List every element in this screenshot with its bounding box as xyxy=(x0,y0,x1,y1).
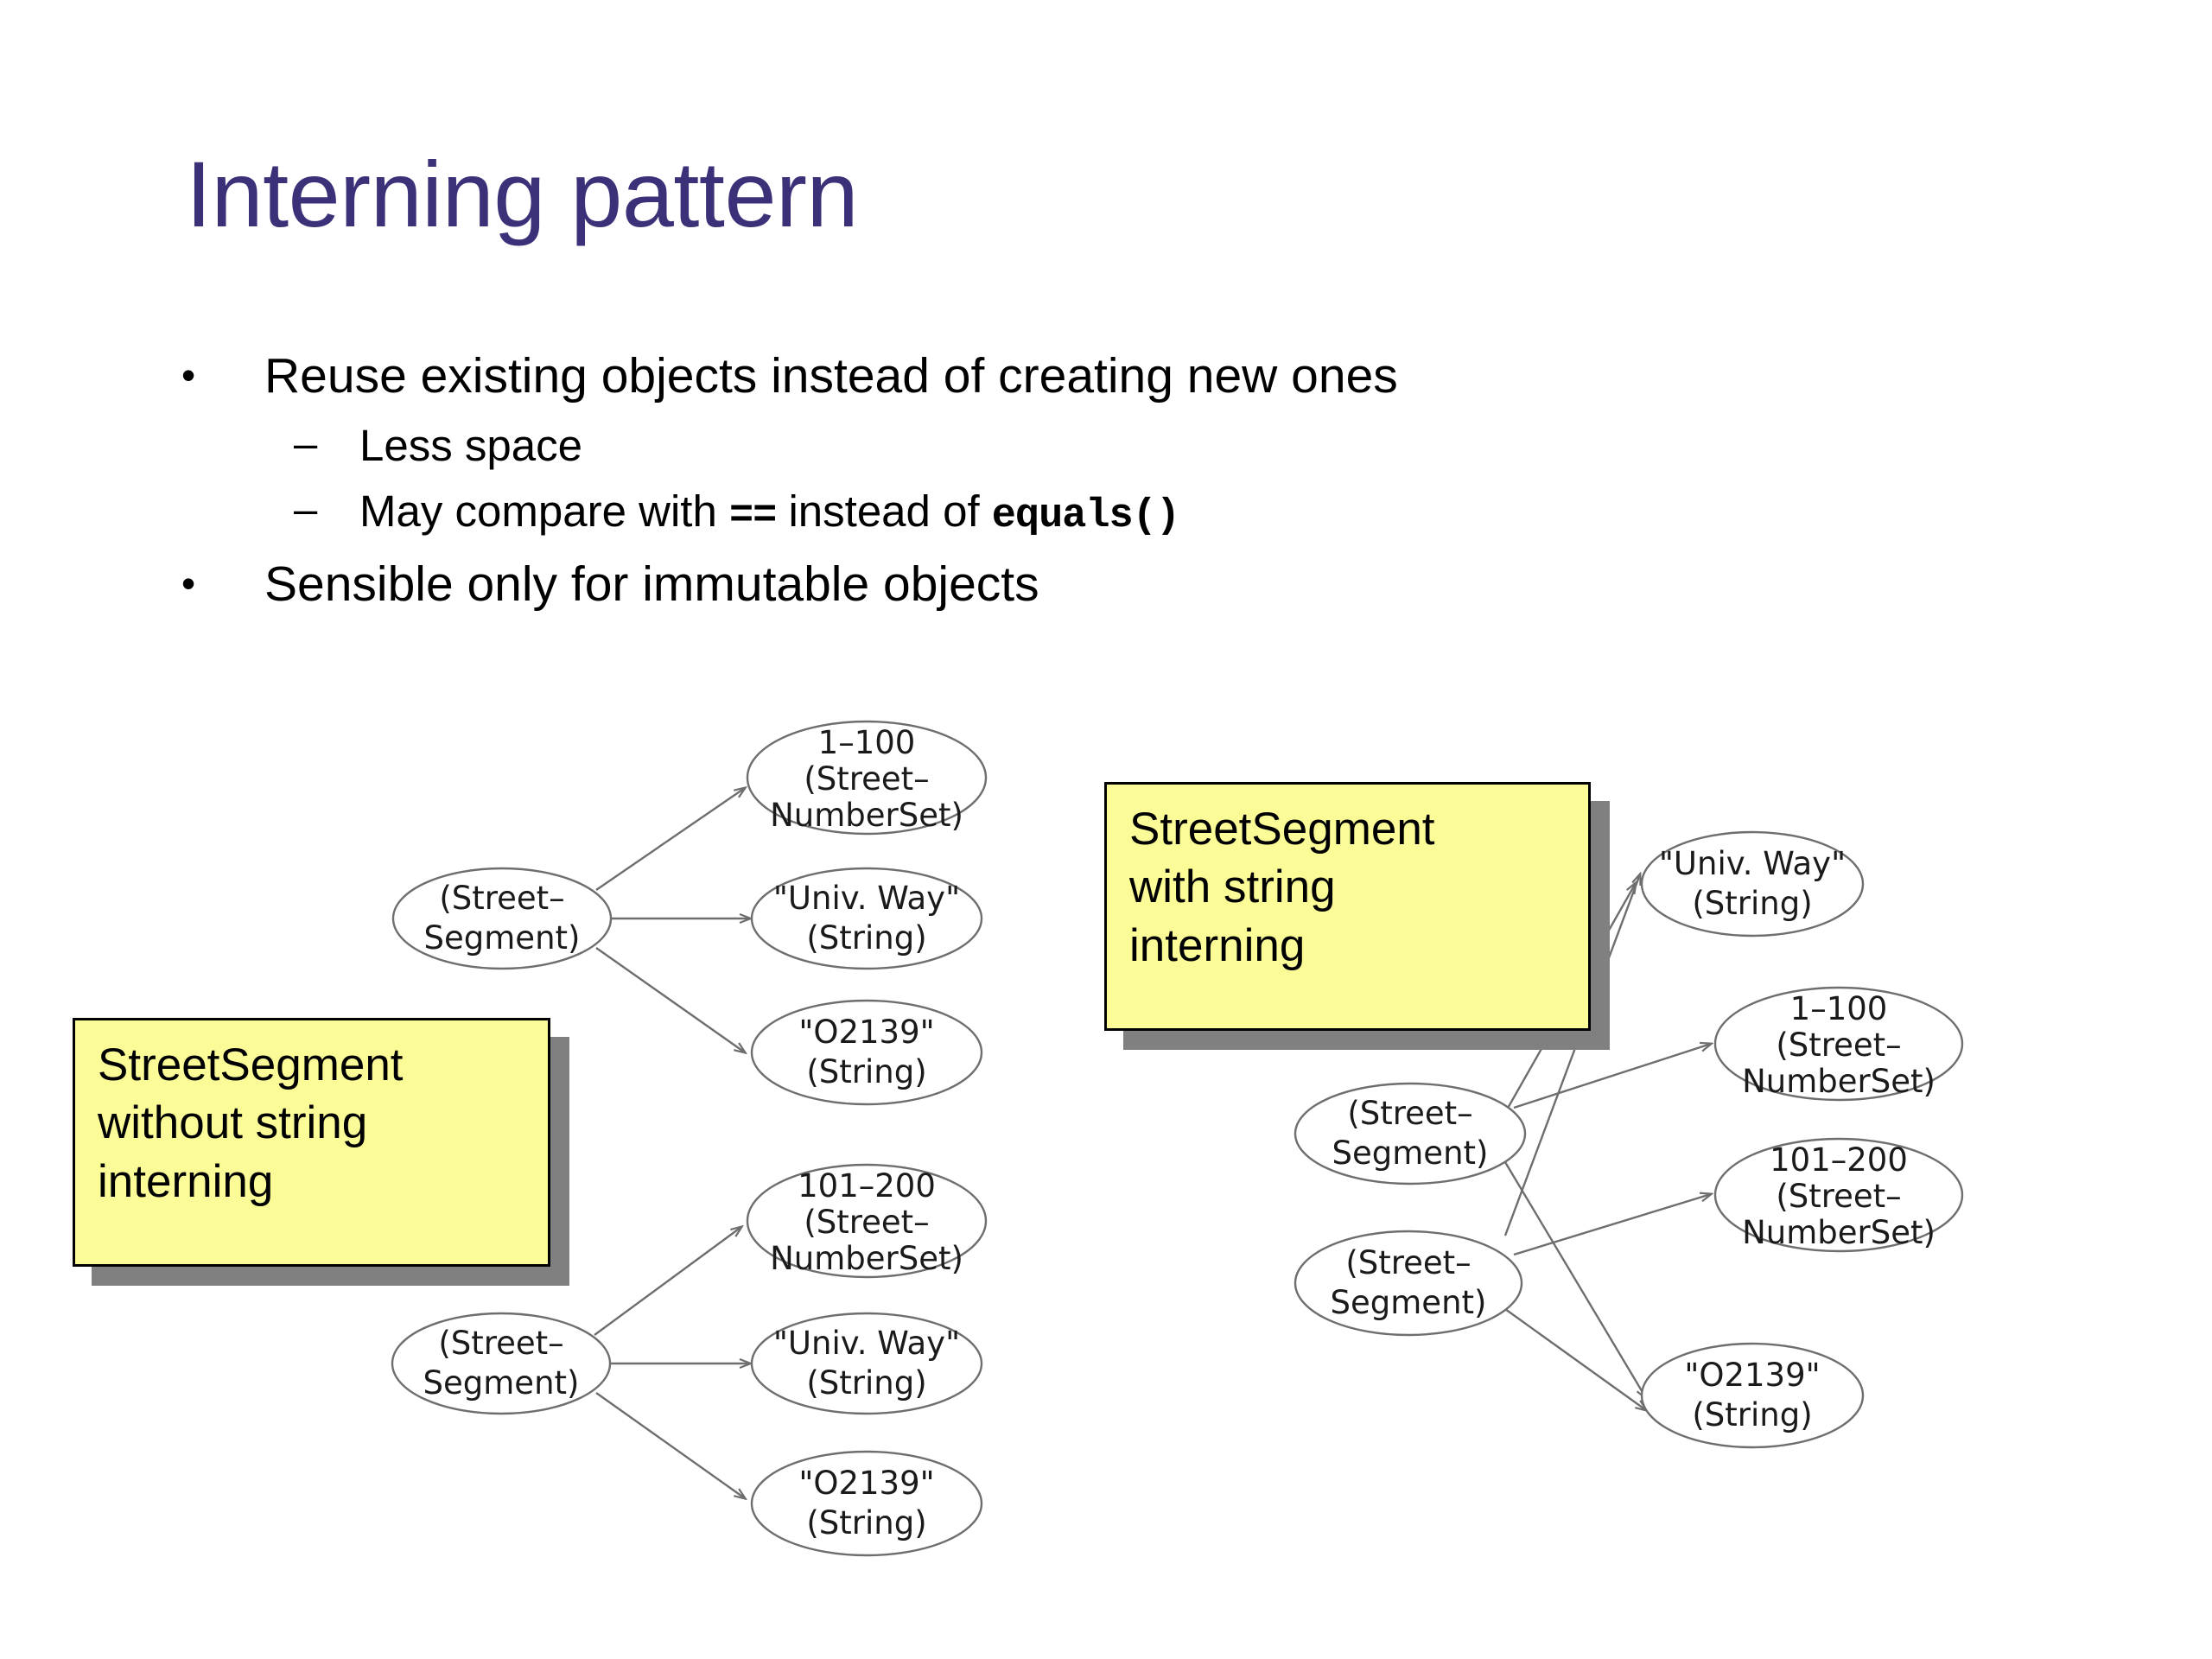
node-string-zip: "O2139" (String) xyxy=(1640,1342,1865,1449)
node-label-line-2: (Street– xyxy=(1776,1027,1901,1064)
node-string-zip: "O2139" (String) xyxy=(750,999,983,1106)
node-string-zip: "O2139" (String) xyxy=(750,1450,983,1557)
page-title: Interning pattern xyxy=(186,142,859,246)
node-label-line-1: (Street– xyxy=(439,880,564,917)
node-street-segment-2: (Street– Segment) xyxy=(1294,1230,1523,1337)
edge-seg1-to-numberset-1-100 xyxy=(1513,1044,1711,1109)
node-street-segment-1: (Street– Segment) xyxy=(1294,1082,1527,1185)
node-label-line-2: (String) xyxy=(806,1504,926,1541)
bullet-text: Less space xyxy=(359,420,582,470)
edge-seg-to-zip xyxy=(595,947,745,1052)
node-label-line-2: (String) xyxy=(1692,1396,1812,1433)
bullet-item-reuse: • Reuse existing objects instead of crea… xyxy=(181,341,1953,411)
node-string-univ-way: "Univ. Way" (String) xyxy=(750,1312,983,1415)
node-ellipse xyxy=(750,1312,983,1415)
bullet-marker-dot: • xyxy=(181,560,196,606)
bullet-item-compare: – May compare with == instead of equals(… xyxy=(294,480,1953,546)
node-label-line-2: Segment) xyxy=(1331,1284,1487,1321)
node-label-line-1: "Univ. Way" xyxy=(773,1325,960,1362)
node-label-line-3: NumberSet) xyxy=(1742,1063,1936,1100)
edge-seg-to-numberset xyxy=(595,788,745,891)
node-label-line-1: 101–200 xyxy=(798,1167,936,1205)
node-string-univ-way: "Univ. Way" (String) xyxy=(750,867,983,970)
bullet-marker-dot: • xyxy=(181,353,196,397)
node-ellipse xyxy=(1640,830,1865,938)
node-label-line-1: (Street– xyxy=(1345,1244,1471,1281)
node-label-line-1: "O2139" xyxy=(798,1465,934,1502)
node-street-number-set-1-100: 1–100 (Street– NumberSet) xyxy=(1713,986,1964,1102)
node-street-number-set-101-200: 101–200 (Street– NumberSet) xyxy=(1713,1137,1964,1253)
callout-line-2: with string xyxy=(1129,861,1336,913)
edge-seg2-to-numberset-101-200 xyxy=(1513,1194,1711,1256)
bullet-list: • Reuse existing objects instead of crea… xyxy=(181,341,1953,623)
node-label-line-3: NumberSet) xyxy=(770,1240,963,1277)
node-ellipse xyxy=(750,867,983,970)
bullet-text: Sensible only for immutable objects xyxy=(264,556,1039,612)
node-label-line-1: (Street– xyxy=(1347,1095,1472,1132)
node-ellipse xyxy=(1294,1082,1527,1185)
callout-line-2: without string xyxy=(98,1097,368,1149)
node-label-line-2: Segment) xyxy=(424,919,581,957)
node-label-line-1: "O2139" xyxy=(798,1014,934,1051)
node-label-line-1: "O2139" xyxy=(1684,1357,1820,1394)
node-label-line-2: Segment) xyxy=(423,1364,580,1402)
node-street-segment: (Street– Segment) xyxy=(391,1312,612,1415)
node-ellipse xyxy=(1640,1342,1865,1449)
node-ellipse xyxy=(746,720,988,836)
node-label-line-2: (Street– xyxy=(1776,1178,1901,1215)
node-ellipse xyxy=(1294,1230,1523,1337)
bullet-item-immutable: • Sensible only for immutable objects xyxy=(181,550,1953,620)
callout-line-1: StreetSegment xyxy=(1129,804,1435,855)
node-label-line-2: (String) xyxy=(1692,885,1812,922)
node-label-line-1: 1–100 xyxy=(1790,990,1888,1027)
code-equals-method: equals() xyxy=(991,493,1180,540)
node-string-univ-way: "Univ. Way" (String) xyxy=(1640,830,1865,938)
edge-seg1-to-zip xyxy=(1503,1161,1646,1398)
node-ellipse xyxy=(1713,986,1964,1102)
bullet-marker-dash: – xyxy=(294,486,318,534)
node-label-line-3: NumberSet) xyxy=(770,797,963,834)
code-equality-operator: == xyxy=(728,493,777,540)
node-ellipse xyxy=(391,1312,612,1415)
node-ellipse xyxy=(391,867,613,970)
node-label-line-1: (Street– xyxy=(438,1325,563,1362)
edge-seg2-to-zip xyxy=(1504,1308,1646,1410)
callout-with-interning: StreetSegment with string interning xyxy=(1104,782,1591,1031)
node-label-line-2: (String) xyxy=(806,1053,926,1090)
node-label-line-1: "Univ. Way" xyxy=(1659,845,1846,882)
bullet-text: May compare with == instead of equals() xyxy=(359,480,1180,546)
node-label-line-2: (Street– xyxy=(804,1204,929,1241)
edge-seg-to-zip xyxy=(595,1392,745,1498)
callout-without-interning: StreetSegment without string interning xyxy=(73,1018,550,1267)
node-label-line-2: (String) xyxy=(806,919,926,957)
bullet-text-middle: instead of xyxy=(776,486,992,537)
bullet-item-less-space: – Less space xyxy=(294,415,1953,477)
node-label-line-1: 101–200 xyxy=(1770,1141,1908,1179)
node-street-number-set: 1–100 (Street– NumberSet) xyxy=(746,720,988,836)
node-label-line-2: (String) xyxy=(806,1364,926,1402)
node-ellipse xyxy=(1713,1137,1964,1253)
node-street-number-set: 101–200 (Street– NumberSet) xyxy=(746,1163,988,1279)
node-label-line-3: NumberSet) xyxy=(1742,1214,1936,1251)
node-ellipse xyxy=(746,1163,988,1279)
bullet-text: Reuse existing objects instead of creati… xyxy=(264,348,1398,404)
node-label-line-2: (Street– xyxy=(804,760,929,798)
node-label-line-1: "Univ. Way" xyxy=(773,880,960,917)
node-street-segment: (Street– Segment) xyxy=(391,867,613,970)
node-ellipse xyxy=(750,1450,983,1557)
bullet-text-before: May compare with xyxy=(359,486,729,537)
node-label-line-2: Segment) xyxy=(1332,1135,1489,1172)
edge-seg-to-numberset xyxy=(594,1227,741,1336)
bullet-marker-dash: – xyxy=(294,420,318,467)
node-ellipse xyxy=(750,999,983,1106)
callout-line-3: interning xyxy=(1129,919,1306,971)
node-label-line-1: 1–100 xyxy=(818,724,916,761)
callout-line-3: interning xyxy=(98,1155,274,1207)
callout-line-1: StreetSegment xyxy=(98,1039,404,1090)
